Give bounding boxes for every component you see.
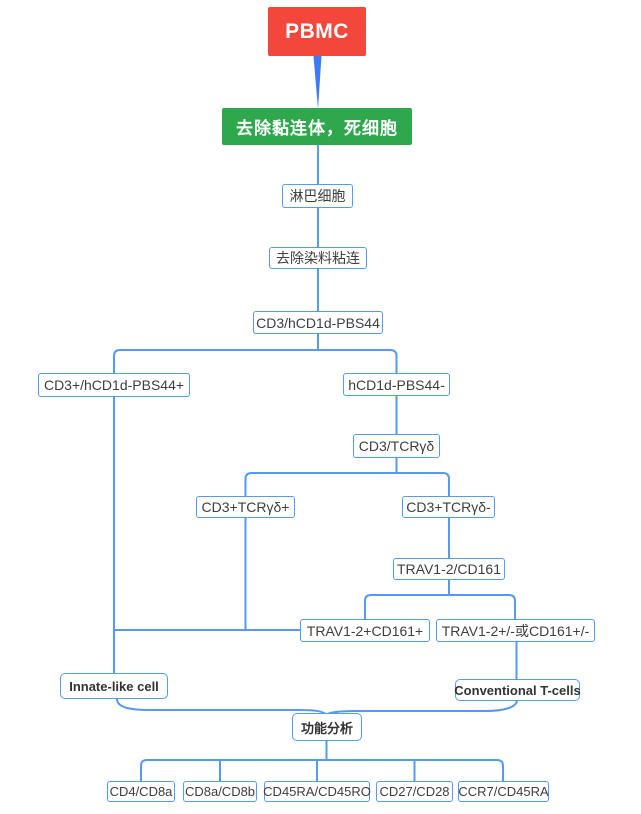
node-panel-cd8a-cd8b[interactable]: CD8a/CD8b [183,781,257,802]
node-panel-cd4-cd8a[interactable]: CD4/CD8a [107,781,175,802]
node-cd3pos-hcd1d-pbs44pos[interactable]: CD3+/hCD1d-PBS44+ [38,373,190,397]
node-lymphocytes[interactable]: 淋巴细胞 [282,184,353,208]
connector-split1 [113,349,398,373]
node-cd3pos-tcrgd-neg[interactable]: CD3+TCRγδ- [402,496,495,518]
node-panel-cd45ra-cd45ro[interactable]: CD45RA/CD45RO [263,781,371,802]
node-remove-debris[interactable]: 去除黏连体，死细胞 [222,108,412,145]
node-trav12pos-cd161pos[interactable]: TRAV1-2+CD161+ [300,619,430,642]
node-cd3-hcd1d-pbs44[interactable]: CD3/hCD1d-PBS44 [253,311,383,334]
connector-split3 [364,594,516,619]
node-hcd1d-pbs44neg[interactable]: hCD1d-PBS44- [343,373,450,396]
node-trav12-cd161[interactable]: TRAV1-2/CD161 [393,558,505,580]
connector-split2 [244,472,450,496]
node-panel-ccr7-cd45ra[interactable]: CCR7/CD45RA [458,781,549,802]
connector-brace-right [326,699,518,716]
connector-fan-horizontal [140,759,504,781]
node-panel-cd27-cd28[interactable]: CD27/CD28 [376,781,453,802]
node-pbmc[interactable]: PBMC [268,7,366,56]
connector-brace-left [116,698,328,716]
node-conventional-t-cells[interactable]: Conventional T-cells [454,679,581,701]
node-remove-dye-adhesion[interactable]: 去除染料粘连 [269,247,367,269]
node-cd3-tcrgd[interactable]: CD3/TCRγδ [353,434,440,458]
node-cd3pos-tcrgd-pos[interactable]: CD3+TCRγδ+ [196,496,295,518]
node-innate-like-cell[interactable]: Innate-like cell [60,673,168,699]
node-trav12pm-or-cd161pm[interactable]: TRAV1-2+/-或CD161+/- [436,619,595,642]
connector-pbmc-step [313,56,322,109]
node-functional-analysis[interactable]: 功能分析 [292,713,362,741]
